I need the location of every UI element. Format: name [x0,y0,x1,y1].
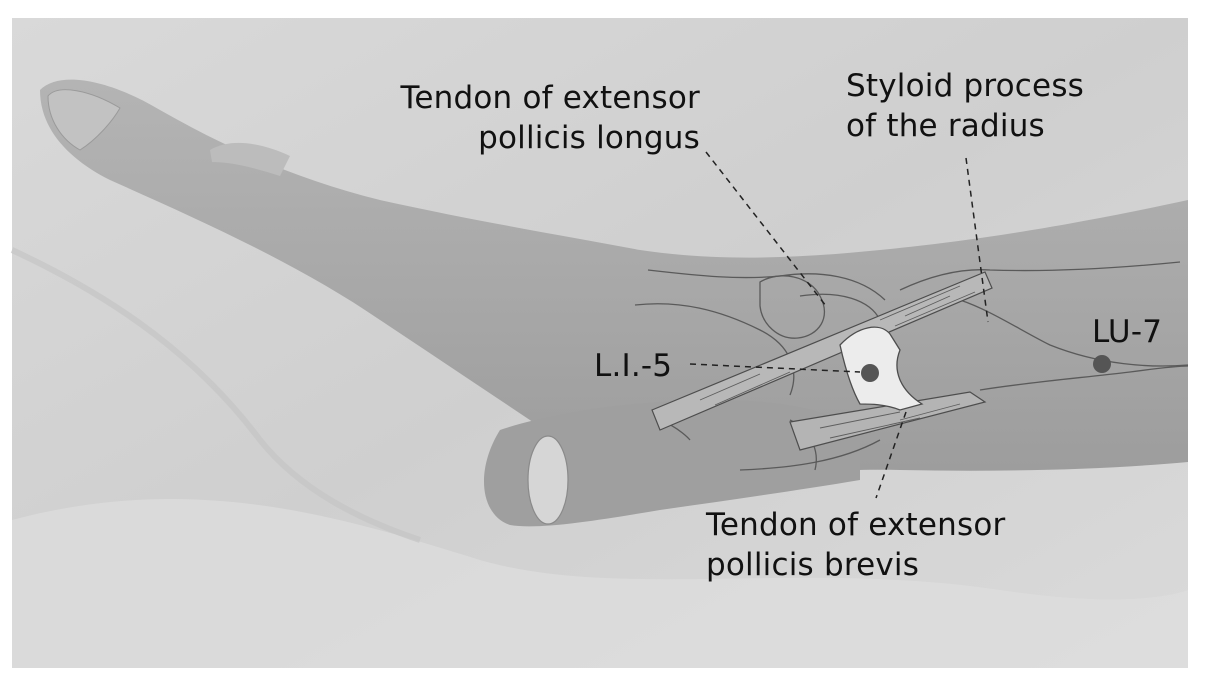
thumb [483,400,860,527]
label-epb: Tendon of extensor pollicis brevis [706,505,1005,585]
point-lu7 [1093,355,1111,373]
leader-lines [689,151,989,499]
label-li5: L.I.-5 [594,348,673,384]
leader-styloid [965,157,989,323]
label-epl: Tendon of extensor pollicis longus [370,78,700,158]
label-styloid: Styloid process of the radius [846,66,1084,146]
point-li5 [861,364,879,382]
label-epb-line2: pollicis brevis [706,547,920,583]
label-styloid-line2: of the radius [846,108,1045,144]
epl-tendon [651,271,993,431]
index-fingernail [47,89,121,151]
label-epb-line1: Tendon of extensor [706,507,1006,543]
leader-epb [875,411,907,499]
anatomical-snuffbox [839,326,924,411]
thumbnail [527,435,569,525]
label-epl-line2: pollicis longus [478,120,700,156]
cloth-fold-line [10,247,421,543]
label-lu7: LU-7 [1092,314,1163,350]
middle-finger [210,142,290,176]
cloth-fold [12,499,1188,668]
label-styloid-line1: Styloid process [846,68,1085,104]
label-epl-line1: Tendon of extensor [400,80,700,116]
